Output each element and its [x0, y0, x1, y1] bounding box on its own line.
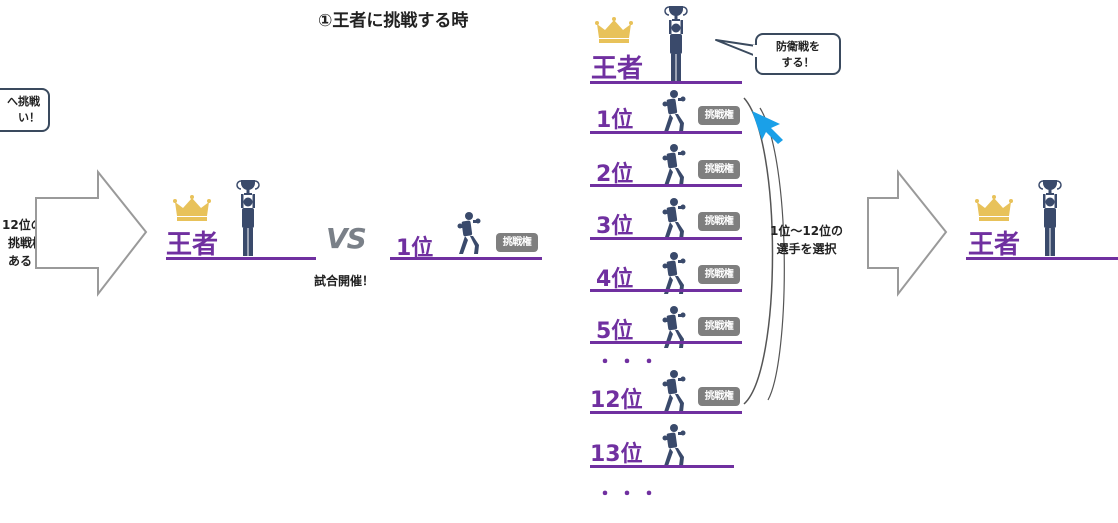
left-bubble-line1: へ挑戦	[7, 95, 40, 108]
rank-label-5: 5位	[596, 319, 634, 344]
rank-line-13	[590, 465, 734, 468]
rank-badge-3: 挑戦権	[698, 212, 740, 231]
rank-label-13: 13位	[590, 442, 643, 467]
selection-text: 1位～12位の 選手を選択	[770, 222, 843, 258]
rank-line-3	[590, 237, 742, 240]
vs-label: VS	[326, 222, 367, 255]
rank-badge-4: 挑戦権	[698, 265, 740, 284]
rank-label-2: 2位	[596, 162, 634, 187]
left-king-line	[166, 257, 316, 260]
left-flow-arrow	[35, 169, 148, 297]
right-king-line	[966, 257, 1118, 260]
rank-badge-12: 挑戦権	[698, 387, 740, 406]
diagram-title: ①王者に挑戦する時	[318, 11, 469, 31]
rank-badge-1: 挑戦権	[698, 106, 740, 125]
match-label: 試合開催！	[314, 274, 375, 288]
selection-text-line2: 選手を選択	[776, 242, 837, 256]
selection-arc	[743, 97, 774, 405]
challenger-rank-label: 1位	[396, 236, 434, 261]
rank-line-1	[590, 131, 742, 134]
challenger-badge: 挑戦権	[496, 233, 538, 252]
rank-label-1: 1位	[596, 108, 634, 133]
left-info-text: 12位の 挑戦権 ある	[2, 216, 44, 270]
defend-bubble-line1: 防衛戦を	[776, 40, 820, 53]
rank-line-4	[590, 289, 742, 292]
challenger-line	[390, 257, 542, 260]
selection-text-line1: 1位～12位の	[770, 224, 844, 238]
left-speech-bubble: へ挑戦 い！	[0, 88, 50, 132]
rank-label-3: 3位	[596, 214, 634, 239]
rank-ellipsis-1: ・・・	[596, 352, 662, 373]
defend-bubble-tail	[715, 39, 757, 57]
rank-ellipsis-2: ・・・	[596, 484, 662, 505]
center-king-line	[590, 81, 742, 84]
blue-pointer-arrow	[752, 111, 783, 144]
left-info-line3: ある	[8, 254, 33, 268]
rank-line-12	[590, 411, 742, 414]
left-king-label: 王者	[166, 230, 219, 260]
rank-line-2	[590, 184, 742, 187]
center-king-label: 王者	[591, 54, 644, 84]
left-bubble-line2: い！	[18, 111, 40, 124]
right-flow-arrow	[867, 169, 948, 297]
rank-label-12: 12位	[590, 388, 643, 413]
defend-bubble-line2: する！	[781, 56, 815, 69]
rank-badge-5: 挑戦権	[698, 317, 740, 336]
left-info-line1: 12位の	[2, 218, 43, 232]
rank-line-5	[590, 341, 742, 344]
rank-label-4: 4位	[596, 267, 634, 292]
right-king-label: 王者	[968, 230, 1021, 260]
rank-badge-2: 挑戦権	[698, 160, 740, 179]
